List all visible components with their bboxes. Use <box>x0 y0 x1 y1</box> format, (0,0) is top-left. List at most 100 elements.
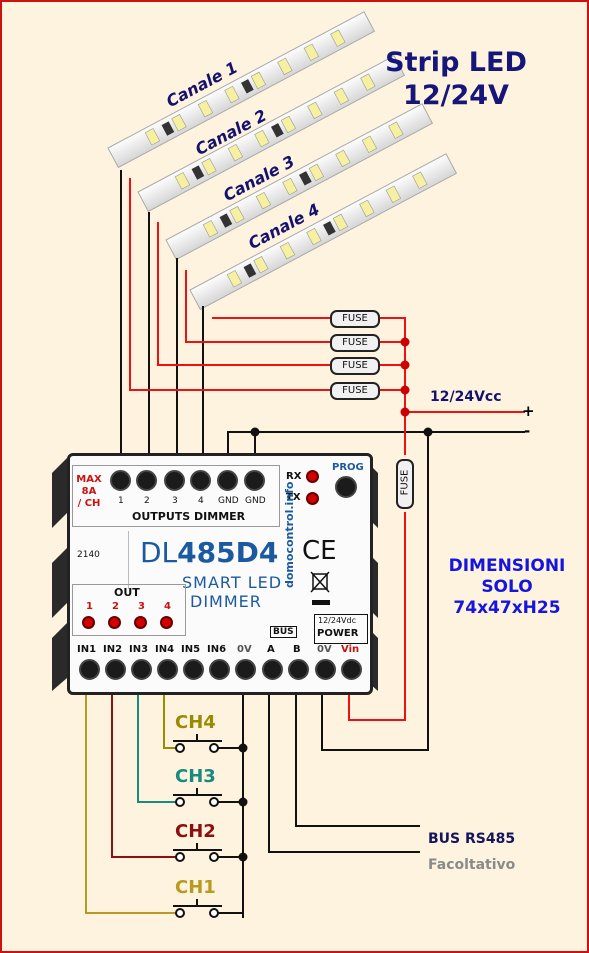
supply-minus: - <box>524 422 531 440</box>
serial-label: 2140 <box>77 550 100 560</box>
output-terminal-gnd-2[interactable] <box>244 470 265 491</box>
output-label-4: 4 <box>198 496 204 506</box>
led-strip-1 <box>107 11 376 169</box>
weee-icon <box>310 571 330 593</box>
led-strip-4 <box>189 153 458 311</box>
outputs-title: OUTPUTS DIMMER <box>132 510 246 523</box>
switch-label-ch4: CH4 <box>175 712 216 733</box>
out-block <box>72 584 186 636</box>
title-line-2: 12/24V <box>403 80 509 111</box>
fuse-1: FUSE <box>330 310 380 328</box>
input-label-0v-2: 0V <box>317 644 332 655</box>
input-label-0v-1: 0V <box>237 644 252 655</box>
brand-prefix: DL <box>140 536 178 569</box>
out-label-2: 2 <box>112 601 119 612</box>
device-body: MAX 8A / CH 1 2 3 4 GND GND OUTPUTS DIMM… <box>67 453 373 695</box>
output-terminal-3[interactable] <box>164 470 185 491</box>
title-line-1: Strip LED <box>385 47 527 78</box>
switch-label-ch3: CH3 <box>175 766 216 787</box>
subtitle-2: DIMMER <box>190 592 262 611</box>
dimensions-line-2: SOLO <box>481 577 533 597</box>
out-led-1 <box>82 616 95 629</box>
subtitle-1: SMART LED <box>182 573 283 592</box>
rx-led <box>306 470 319 483</box>
out-title: OUT <box>114 586 140 599</box>
input-terminal-vin[interactable] <box>341 659 362 680</box>
fuse-2: FUSE <box>330 334 380 352</box>
input-terminal-in3[interactable] <box>131 659 152 680</box>
input-label-b: B <box>293 644 301 655</box>
input-label-vin: Vin <box>341 644 360 655</box>
out-led-2 <box>108 616 121 629</box>
output-terminal-gnd-1[interactable] <box>217 470 238 491</box>
prog-label: PROG <box>332 462 364 473</box>
supply-label: 12/24Vcc <box>430 389 502 405</box>
switches <box>173 734 244 918</box>
fuse-supply-label: FUSE <box>399 469 411 496</box>
output-terminal-1[interactable] <box>110 470 131 491</box>
tx-led <box>306 492 319 505</box>
rx-label: RX <box>286 471 302 482</box>
out-label-1: 1 <box>86 601 93 612</box>
out-label-4: 4 <box>164 601 171 612</box>
output-terminal-4[interactable] <box>190 470 211 491</box>
input-label-in6: IN6 <box>207 644 227 655</box>
input-label-in3: IN3 <box>129 644 149 655</box>
max-label: MAX 8A / CH <box>75 474 103 510</box>
weee-bar <box>312 600 330 605</box>
title: Strip LED 12/24V <box>366 46 546 112</box>
output-terminal-2[interactable] <box>136 470 157 491</box>
input-terminal-in6[interactable] <box>209 659 230 680</box>
optional-label: Facoltativo <box>428 857 516 873</box>
dimensions-line-1: DIMENSIONI <box>448 556 566 576</box>
ce-mark: CE <box>302 536 337 566</box>
prog-button[interactable] <box>335 476 357 498</box>
out-label-3: 3 <box>138 601 145 612</box>
power-box-line-1: 12/24Vdc <box>318 616 357 625</box>
dimensions-line-3: 74x47xH25 <box>453 598 561 618</box>
tx-label: TX <box>286 492 301 503</box>
supply-plus: + <box>522 402 535 420</box>
output-label-3: 3 <box>172 496 178 506</box>
input-label-a: A <box>267 644 275 655</box>
led-strip-3 <box>165 103 434 261</box>
output-label-gnd-2: GND <box>245 496 266 506</box>
input-label-in1: IN1 <box>77 644 97 655</box>
fuse-4: FUSE <box>330 382 380 400</box>
switch-label-ch1: CH1 <box>175 877 216 898</box>
input-label-in5: IN5 <box>181 644 201 655</box>
dimensions-note: DIMENSIONI SOLO 74x47xH25 <box>432 556 582 619</box>
out-led-3 <box>134 616 147 629</box>
input-terminal-0v-2[interactable] <box>315 659 336 680</box>
input-terminal-b[interactable] <box>288 659 309 680</box>
bus-rs485-label: BUS RS485 <box>428 831 516 847</box>
output-label-1: 1 <box>118 496 124 506</box>
output-label-2: 2 <box>144 496 150 506</box>
out-led-4 <box>160 616 173 629</box>
fuse-3: FUSE <box>330 357 380 375</box>
outputs-block <box>72 465 280 527</box>
input-terminal-a[interactable] <box>262 659 283 680</box>
bus-box: BUS <box>270 626 297 638</box>
input-terminal-in4[interactable] <box>157 659 178 680</box>
input-label-in4: IN4 <box>155 644 175 655</box>
input-terminal-in5[interactable] <box>183 659 204 680</box>
output-label-gnd-1: GND <box>218 496 239 506</box>
brand: DL485D4 <box>140 536 278 569</box>
max-label-2: 8A <box>81 486 97 497</box>
max-label-1: MAX <box>76 474 102 485</box>
brand-number: 485D4 <box>177 536 279 569</box>
input-terminal-0v-1[interactable] <box>235 659 256 680</box>
led-strip-2 <box>137 55 406 213</box>
fuse-supply: FUSE <box>396 459 414 509</box>
input-terminal-in1[interactable] <box>79 659 100 680</box>
max-label-3: / CH <box>77 498 101 509</box>
power-box: 12/24Vdc POWER <box>314 614 368 644</box>
input-terminal-in2[interactable] <box>105 659 126 680</box>
input-label-in2: IN2 <box>103 644 123 655</box>
site-label: domocontrol.info <box>283 481 296 589</box>
divider-line <box>128 531 129 589</box>
switch-label-ch2: CH2 <box>175 821 216 842</box>
